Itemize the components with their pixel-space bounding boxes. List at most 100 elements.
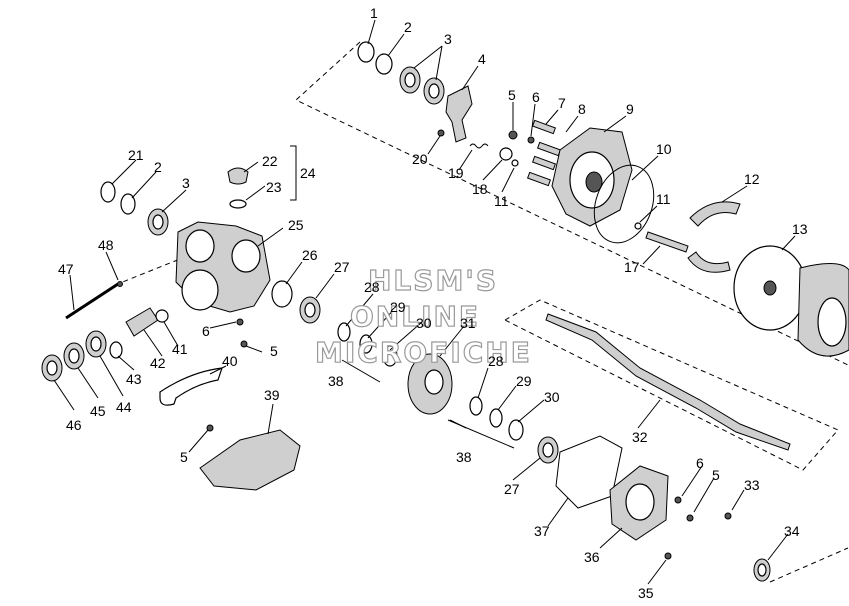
ring-29-b bbox=[489, 408, 503, 428]
callout-9: 9 bbox=[626, 101, 634, 117]
callout-35: 35 bbox=[638, 585, 654, 601]
seal-46-inner bbox=[46, 360, 58, 376]
callout-8: 8 bbox=[578, 101, 586, 117]
oring-11-mid bbox=[634, 222, 642, 230]
leader-lines bbox=[53, 19, 796, 585]
seal-27-right-inner bbox=[542, 442, 554, 458]
cap-22 bbox=[227, 167, 249, 185]
ring-29-a bbox=[359, 334, 373, 354]
callout-23: 23 bbox=[266, 179, 282, 195]
nut-41 bbox=[155, 309, 169, 323]
callout-7: 7 bbox=[558, 95, 566, 111]
watermark-line-1: HLSM'S bbox=[368, 264, 498, 297]
gearcase-25-bore bbox=[181, 269, 219, 311]
callout-41: 41 bbox=[172, 341, 188, 357]
spring-19 bbox=[469, 143, 489, 149]
bolt-5-skid bbox=[206, 424, 214, 432]
callout-46: 46 bbox=[66, 417, 82, 433]
brake-shoe-12a bbox=[689, 201, 741, 227]
callout-26: 26 bbox=[302, 247, 318, 263]
nut-6-top bbox=[527, 136, 535, 144]
group-brackets bbox=[449, 419, 467, 429]
gasket-10 bbox=[593, 164, 655, 244]
callout-22: 22 bbox=[262, 153, 278, 169]
gearcase-25-bore-top bbox=[185, 229, 215, 263]
brake-housing-9-hub bbox=[585, 171, 603, 193]
ring-28-a bbox=[337, 322, 351, 342]
callout-13: 13 bbox=[792, 221, 808, 237]
bracket-40 bbox=[159, 367, 223, 406]
ring-30-b bbox=[508, 419, 524, 441]
callout-18: 18 bbox=[472, 181, 488, 197]
callout-47: 47 bbox=[58, 261, 74, 277]
bolt-20 bbox=[437, 129, 445, 137]
snap-ring-2 bbox=[375, 53, 393, 75]
callout-4: 4 bbox=[478, 51, 486, 67]
callout-6: 6 bbox=[532, 89, 540, 105]
oring-23 bbox=[229, 199, 247, 209]
ring-21 bbox=[100, 181, 116, 203]
watermark: HLSM'S ONLINE MICROFICHE bbox=[314, 263, 532, 369]
callout-31: 31 bbox=[460, 315, 476, 331]
ring-30-a bbox=[382, 345, 398, 367]
callout-21: 21 bbox=[128, 147, 144, 163]
top-parts bbox=[357, 41, 849, 357]
nut-6-right bbox=[674, 496, 682, 504]
callout-38: 38 bbox=[328, 373, 344, 389]
pin-48 bbox=[117, 281, 123, 287]
callout-3: 3 bbox=[444, 31, 452, 47]
callout-17: 17 bbox=[624, 259, 640, 275]
callout-11b: 11 bbox=[494, 193, 509, 209]
callout-11: 11 bbox=[656, 191, 671, 207]
watermark-line-2: ONLINE bbox=[350, 300, 480, 333]
cover-36-bore bbox=[625, 483, 655, 521]
left-parts bbox=[41, 167, 321, 491]
ring-2-left bbox=[120, 193, 136, 215]
bolt-5-right bbox=[686, 514, 694, 522]
bolt-6-left bbox=[236, 318, 244, 326]
callout-34: 34 bbox=[784, 523, 800, 539]
callout-5c: 5 bbox=[180, 449, 188, 465]
drum-13-hub bbox=[763, 280, 777, 296]
callout-28: 28 bbox=[364, 279, 380, 295]
callout-29: 29 bbox=[390, 299, 406, 315]
callout-10: 10 bbox=[656, 141, 672, 157]
pinion-42 bbox=[125, 307, 159, 337]
washer-18 bbox=[499, 147, 513, 161]
bearing-44-inner bbox=[90, 336, 102, 352]
callout-42: 42 bbox=[150, 355, 166, 371]
watermark-line-3: MICROFICHE bbox=[315, 336, 532, 369]
pins-7-8 bbox=[526, 119, 562, 187]
seal-27-left-inner bbox=[304, 302, 316, 318]
bearing-3b-inner bbox=[428, 83, 440, 99]
callout-32: 32 bbox=[632, 429, 648, 445]
dashed-guides bbox=[114, 41, 849, 583]
snap-ring-1 bbox=[357, 41, 375, 63]
callout-37: 37 bbox=[534, 523, 550, 539]
bearing-3a-inner bbox=[404, 72, 416, 88]
callout-45: 45 bbox=[90, 403, 106, 419]
bolt-5-left bbox=[240, 340, 248, 348]
callout-5b: 5 bbox=[270, 343, 278, 359]
callout-36: 36 bbox=[584, 549, 600, 565]
bolt-5-top bbox=[508, 130, 518, 140]
drum-large-bore bbox=[817, 297, 847, 347]
gear-31-hub bbox=[424, 369, 444, 395]
callout-6b: 6 bbox=[202, 323, 210, 339]
callout-2: 2 bbox=[404, 19, 412, 35]
skid-plate-39 bbox=[199, 429, 301, 491]
callout-30: 30 bbox=[416, 315, 432, 331]
bolt-35 bbox=[664, 552, 672, 560]
callout-27b: 27 bbox=[504, 481, 520, 497]
callout-5d: 5 bbox=[712, 467, 720, 483]
callout-28b: 28 bbox=[488, 353, 504, 369]
callout-3b: 3 bbox=[182, 175, 190, 191]
callout-39: 39 bbox=[264, 387, 280, 403]
callout-27: 27 bbox=[334, 259, 350, 275]
shaft-47 bbox=[65, 282, 119, 320]
middle-parts bbox=[337, 313, 791, 582]
callout-12: 12 bbox=[744, 171, 760, 187]
callout-29b: 29 bbox=[516, 373, 532, 389]
callout-40: 40 bbox=[222, 353, 238, 369]
